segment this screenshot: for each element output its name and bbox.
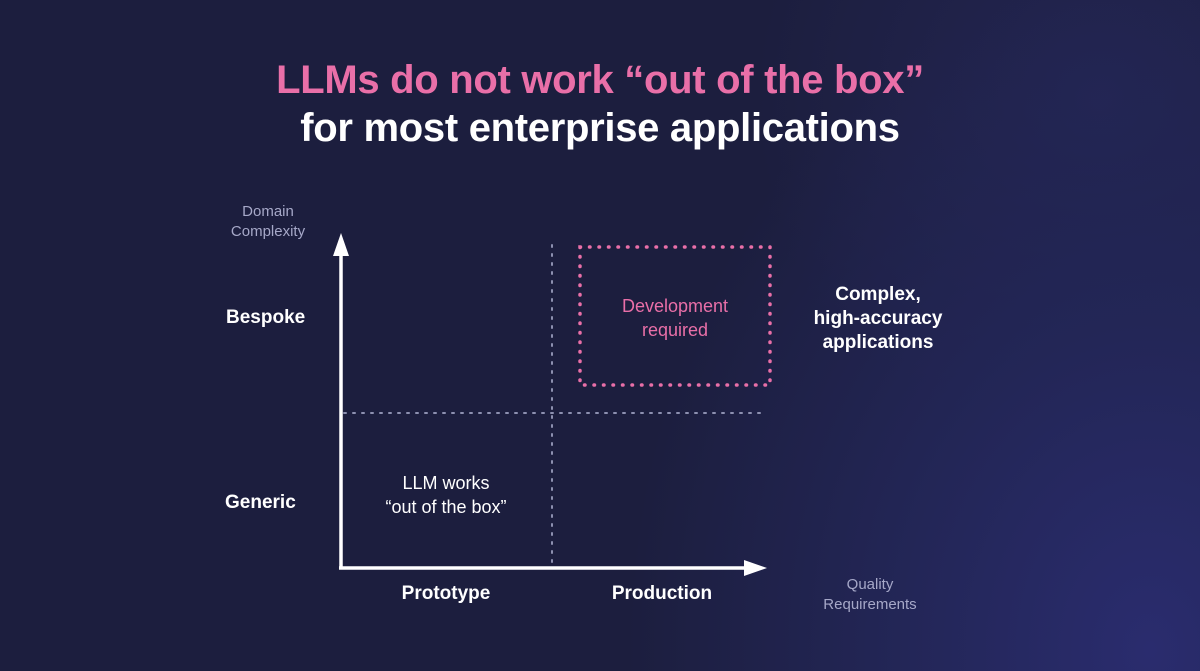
y-axis-arrow-icon: [333, 233, 349, 256]
column-label-prototype: Prototype: [401, 583, 491, 604]
quadrant-text-line-2: “out of the box”: [385, 497, 507, 517]
development-text-line-1: Development: [621, 296, 729, 316]
row-label-bespoke: Bespoke: [226, 307, 306, 328]
side-note-line-3: applications: [822, 332, 934, 353]
x-axis-label-line-2: Requirements: [823, 596, 917, 613]
column-label-production: Production: [611, 583, 713, 604]
y-axis-label-line-1: Domain: [242, 203, 294, 220]
side-note: Complex, high-accuracy applications: [788, 283, 968, 355]
x-axis-label-line-1: Quality: [846, 576, 894, 593]
row-label-generic: Generic: [225, 492, 296, 513]
y-axis-label: Domain Complexity: [208, 202, 328, 242]
development-text-line-2: required: [641, 320, 709, 340]
quadrant-text-out-of-box: LLM works “out of the box”: [346, 471, 546, 519]
development-required-text: Development required: [585, 294, 765, 342]
side-note-line-2: high-accuracy: [813, 308, 943, 329]
quadrant-text-line-1: LLM works: [402, 473, 490, 493]
x-axis-arrow-icon: [744, 560, 767, 576]
title-line-1: LLMs do not work “out of the box”: [276, 58, 924, 102]
y-axis-label-line-2: Complexity: [230, 223, 306, 240]
side-note-line-1: Complex,: [835, 284, 921, 305]
x-axis-label: Quality Requirements: [810, 575, 930, 615]
development-box: [578, 245, 772, 387]
title-line-2: for most enterprise applications: [300, 106, 900, 150]
